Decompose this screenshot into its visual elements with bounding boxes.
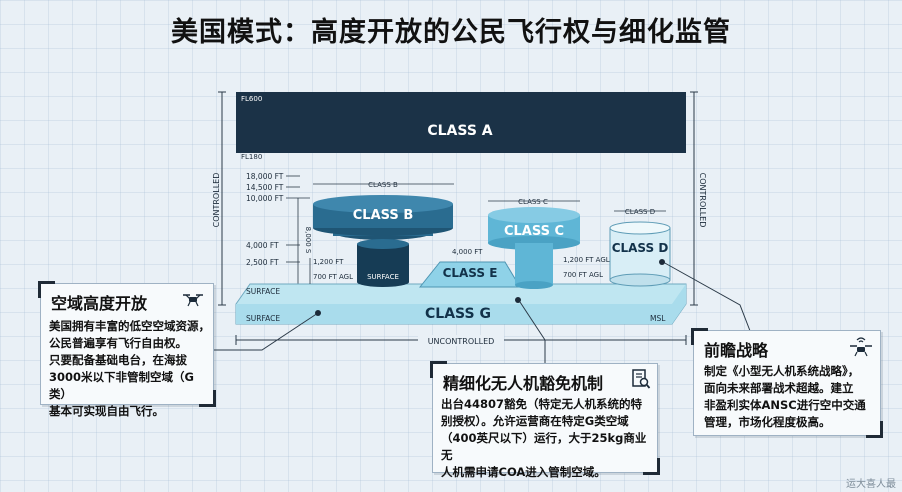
fl600-label: FL600 xyxy=(241,95,262,103)
card-middle-line-4: 人机需申请COA进入管制空域。 xyxy=(441,465,606,479)
class-a-block xyxy=(236,92,686,153)
uncontrolled-label: UNCONTROLLED xyxy=(428,337,495,346)
alt-4000-e-label: 4,000 FT xyxy=(452,248,483,256)
class-b-label: CLASS B xyxy=(353,208,413,223)
alt-4000-label: 4,000 FT xyxy=(246,241,279,250)
class-e-block xyxy=(418,261,521,288)
class-b-block xyxy=(313,195,453,213)
class-d-block xyxy=(609,221,671,235)
class-d-dim-label: CLASS D xyxy=(625,208,655,216)
card-drone-exemption: 精细化无人机豁免机制 出台44807豁免（特定无人机系统的特 别授权）。允许运营… xyxy=(430,361,660,479)
card-middle-line-1: 出台44807豁免（特定无人机系统的特 xyxy=(441,397,643,411)
alt-700-b-label: 700 FT AGL xyxy=(313,273,353,281)
class-b-dim-label: CLASS B xyxy=(368,181,398,189)
class-c-label: CLASS C xyxy=(504,224,564,239)
surface-bottom-label: SURFACE xyxy=(246,314,280,323)
card-right-line-3: 非盈利实体ANSC进行空中交通 xyxy=(704,398,866,412)
card-middle-title: 精细化无人机豁免机制 xyxy=(443,374,604,393)
card-middle-line-2: 别授权）。允许运营商在特定G类空域 xyxy=(441,414,629,428)
document-search-icon xyxy=(632,369,651,389)
alt-700-c-label: 700 FT AGL xyxy=(563,271,603,279)
card-right-line-1: 制定《小型无人机系统战略》， xyxy=(704,364,860,378)
card-left-line-4: 3000米以下非管制空域（G类） xyxy=(49,370,194,401)
alt-10000-label: 10,000 FT xyxy=(246,194,284,203)
alt-2500-label: 2,500 FT xyxy=(246,258,279,267)
card-right-line-4: 管理，市场化程度极高。 xyxy=(704,415,831,429)
alt-14500-label: 14,500 FT xyxy=(246,183,284,192)
card-left-line-1: 美国拥有丰富的低空空域资源， xyxy=(49,319,210,333)
class-g-label: CLASS G xyxy=(425,306,491,322)
class-c-block xyxy=(488,207,580,223)
card-right-title: 前瞻战略 xyxy=(704,341,769,360)
fl180-label: FL180 xyxy=(241,153,262,161)
card-left-line-3: 只要配备基础电台，在海拔 xyxy=(49,353,187,367)
card-left-line-5: 基本可实现自由飞行。 xyxy=(49,404,164,418)
class-e-label: CLASS E xyxy=(443,266,498,280)
page-title: 美国模式：高度开放的公民飞行权与细化监管 xyxy=(171,17,731,48)
class-d-label: CLASS D xyxy=(612,241,669,255)
class-c-dim-label: CLASS C xyxy=(518,198,548,206)
msl-label: MSL xyxy=(650,314,666,323)
card-left-title: 空域高度开放 xyxy=(51,294,148,313)
card-forward-strategy: 前瞻战略 制定《小型无人机系统战略》， 面向未来部署战术超越。建立 非盈利实体A… xyxy=(691,328,883,438)
surface-b-label: SURFACE xyxy=(367,273,399,281)
drone-signal-icon xyxy=(850,337,872,357)
controlled-left-label: CONTROLLED xyxy=(212,173,221,228)
alt-1200-b-label: 1,200 FT xyxy=(313,258,344,266)
drone-icon xyxy=(183,294,203,307)
card-right-line-2: 面向未来部署战术超越。建立 xyxy=(704,381,854,395)
alt-18000-label: 18,000 FT xyxy=(246,172,284,181)
card-middle-line-3: （400英尺以下）运行，大于25kg商业无 xyxy=(441,431,647,462)
card-airspace-open: 空域高度开放 美国拥有丰富的低空空域资源， 公民普遍享有飞行自由权。 只要配备基… xyxy=(38,281,216,418)
alt-8000-label: 8,000 S xyxy=(304,227,312,254)
controlled-right-label: CONTROLLED xyxy=(698,173,707,228)
surface-top-label: SURFACE xyxy=(246,287,280,296)
watermark: 运大喜人最 xyxy=(846,479,896,490)
alt-1200-c-label: 1,200 FT AGL xyxy=(563,256,610,264)
card-left-line-2: 公民普遍享有飞行自由权。 xyxy=(49,336,187,350)
class-a-label: CLASS A xyxy=(427,123,492,139)
